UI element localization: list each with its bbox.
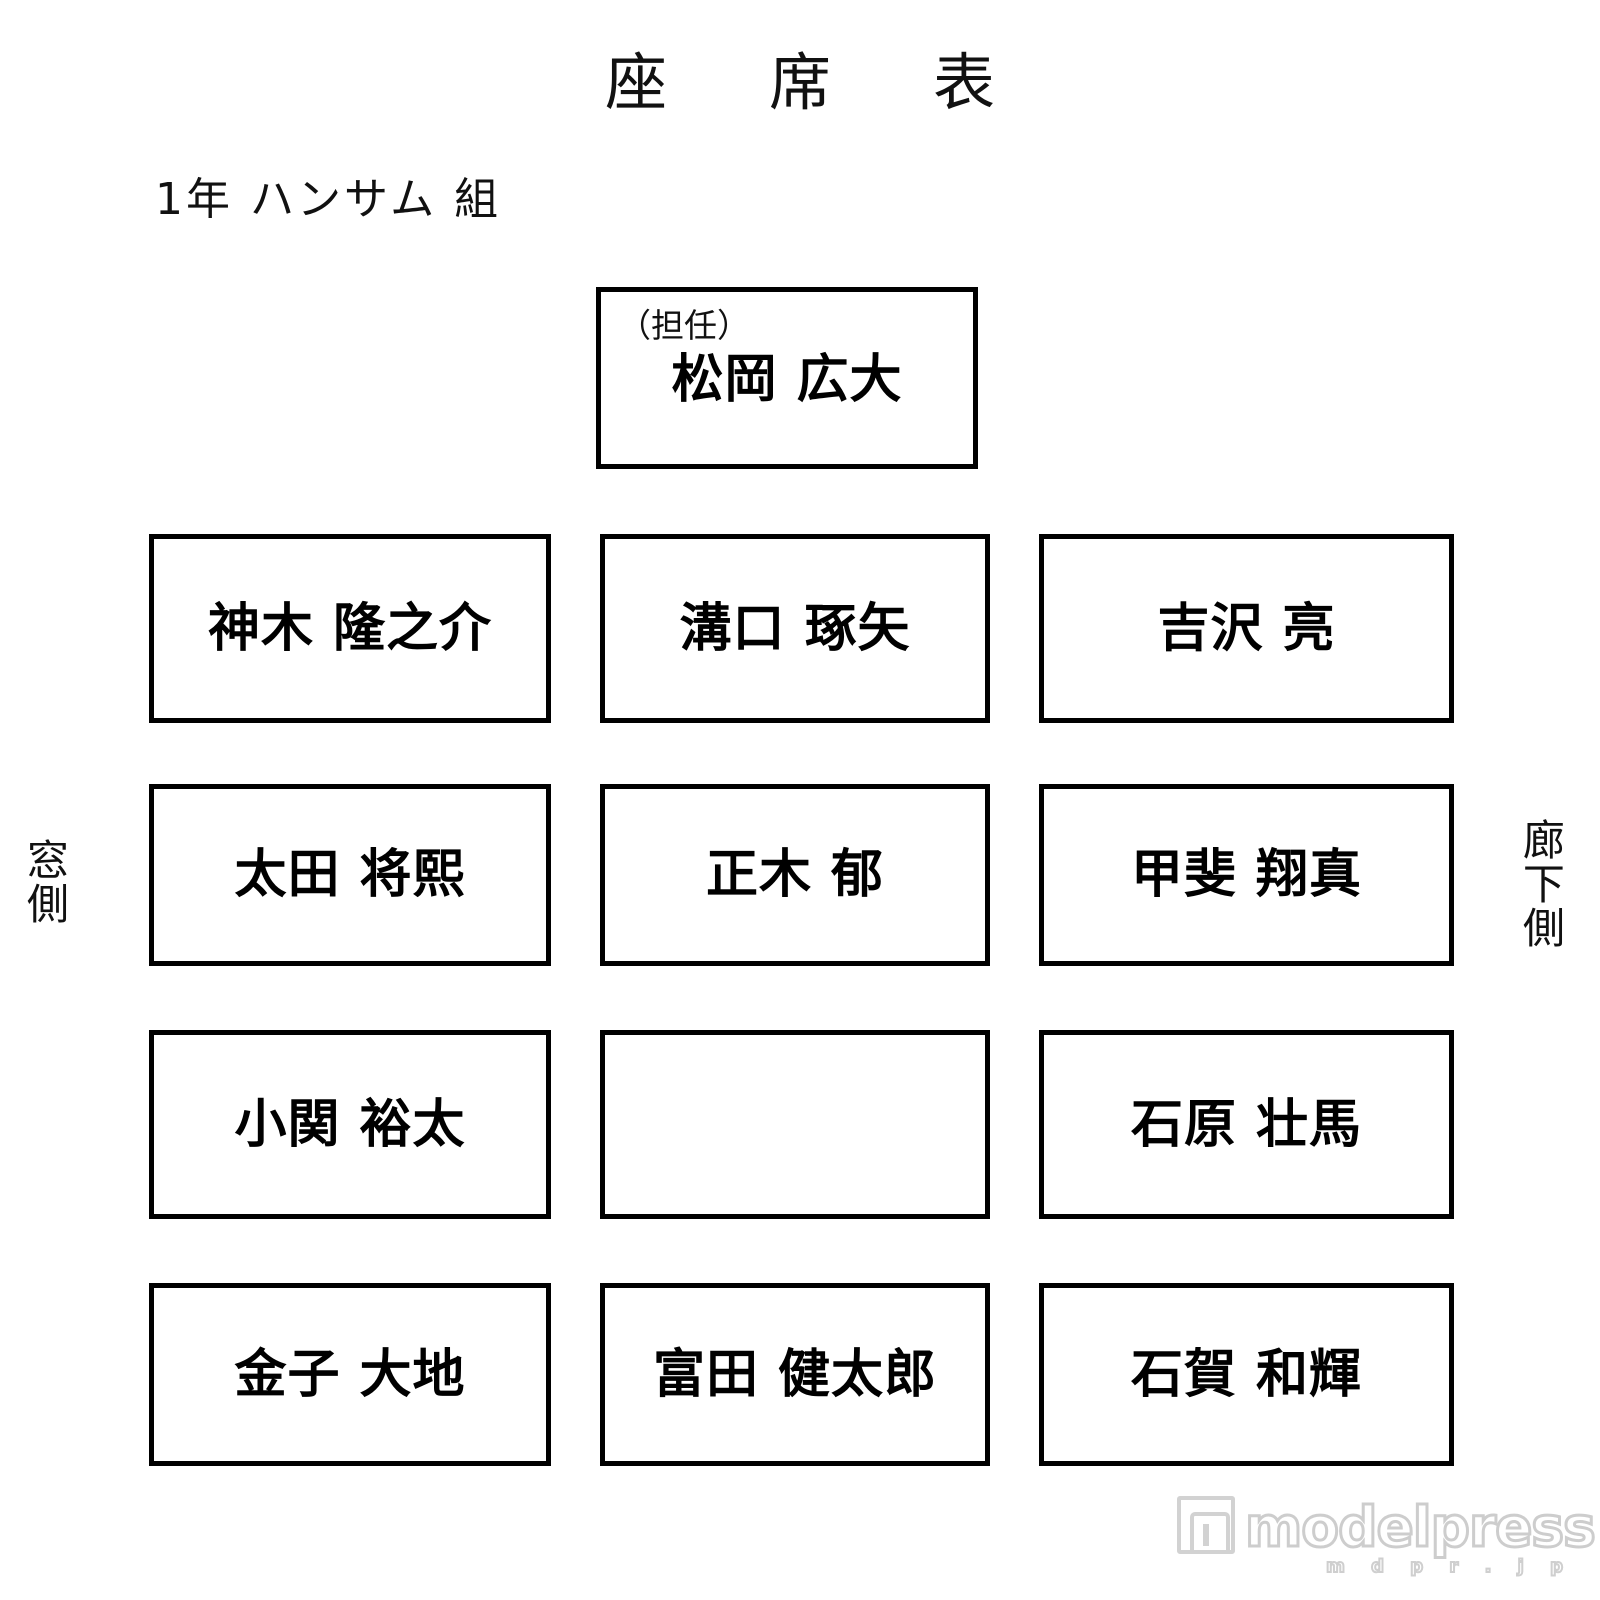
seat-r1-c3[interactable]: 吉沢 亮 xyxy=(1039,534,1454,723)
watermark-brand-text: modelpress xyxy=(1244,1495,1598,1560)
seat-r3-c2-empty[interactable] xyxy=(600,1030,990,1219)
watermark-domain-text: m d p r . j p xyxy=(1325,1555,1573,1578)
seat-name: 小関 裕太 xyxy=(234,1094,466,1155)
seat-teacher[interactable]: （担任） 松岡 広大 xyxy=(596,287,978,469)
seat-name: 石賀 和輝 xyxy=(1130,1344,1363,1405)
seat-name: 富田 健太郎 xyxy=(652,1344,938,1405)
seat-name: 太田 将熙 xyxy=(234,845,466,905)
side-label-window: 窓側 xyxy=(20,838,70,926)
seat-name: 吉沢 亮 xyxy=(1157,598,1336,659)
watermark-brand-row: modelpress xyxy=(1177,1496,1597,1556)
seat-name: 溝口 琢矢 xyxy=(679,598,911,659)
seat-r3-c3[interactable]: 石原 壮馬 xyxy=(1039,1030,1454,1219)
seat-r4-c3[interactable]: 石賀 和輝 xyxy=(1039,1283,1454,1466)
seat-r2-c2[interactable]: 正木 郁 xyxy=(600,784,990,966)
modelpress-watermark: modelpress m d p r . j p xyxy=(1177,1496,1597,1588)
seat-name: 神木 隆之介 xyxy=(207,598,493,659)
page-title: 座 席 表 xyxy=(604,46,1015,119)
side-label-hallway: 廊下側 xyxy=(1516,818,1566,950)
class-label: 1年 ハンサム 組 xyxy=(155,174,502,225)
seat-name: 正木 郁 xyxy=(705,845,885,905)
seat-r2-c1[interactable]: 太田 将熙 xyxy=(149,784,551,966)
seat-name: 甲斐 翔真 xyxy=(1130,845,1363,905)
seat-r1-c1[interactable]: 神木 隆之介 xyxy=(149,534,551,723)
seat-name: 石原 壮馬 xyxy=(1130,1094,1363,1155)
seat-r4-c1[interactable]: 金子 大地 xyxy=(149,1283,551,1466)
modelpress-logo-icon xyxy=(1177,1496,1235,1554)
teacher-name: 松岡 広大 xyxy=(671,350,903,410)
seat-r3-c1[interactable]: 小関 裕太 xyxy=(149,1030,551,1219)
seat-r2-c3[interactable]: 甲斐 翔真 xyxy=(1039,784,1454,966)
seat-name: 金子 大地 xyxy=(234,1344,466,1405)
seat-r4-c2[interactable]: 富田 健太郎 xyxy=(600,1283,990,1466)
seat-r1-c2[interactable]: 溝口 琢矢 xyxy=(600,534,990,723)
teacher-role-label: （担任） xyxy=(618,306,750,345)
